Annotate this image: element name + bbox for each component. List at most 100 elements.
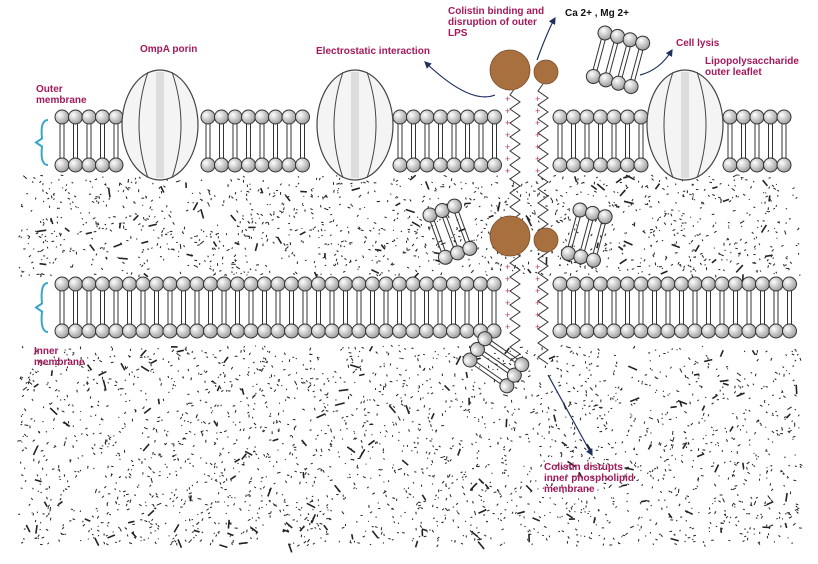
inner-membrane-lipid [593, 276, 608, 339]
positive-charge: + [535, 274, 540, 284]
lipid-head [736, 109, 751, 125]
lipid-head [722, 109, 738, 125]
positive-charge: + [505, 94, 510, 104]
ompa-porin [646, 69, 724, 181]
lipid-head [176, 276, 191, 292]
lipid-head [68, 157, 83, 173]
lipid-head [406, 157, 421, 173]
lipid-head [736, 157, 751, 173]
inner-membrane-lipid [647, 276, 662, 339]
lipid-head [351, 323, 367, 339]
inner-membrane-lipid [338, 276, 353, 339]
lipid-head [782, 323, 797, 339]
inner-membrane-lipid [566, 276, 581, 339]
lipid-head [281, 109, 297, 125]
outer-membrane-lipid [419, 109, 435, 173]
positive-charge: + [505, 286, 510, 296]
positive-charge: + [535, 154, 540, 164]
inner-membrane-lipid [365, 276, 380, 339]
tail [632, 43, 646, 88]
periplasm-speckles [17, 174, 803, 553]
porin-line [138, 71, 149, 179]
lipid-head [597, 209, 613, 225]
inner-membrane-lipid [81, 276, 97, 339]
lipid-head [203, 276, 218, 292]
outer-membrane-lipid [68, 109, 83, 173]
lipid-head [295, 109, 310, 125]
lipid-head [108, 323, 124, 339]
tail [468, 361, 507, 388]
inner-membrane-lipid [687, 276, 703, 339]
lipid-head [728, 276, 743, 292]
inner-membrane-lipid [189, 276, 205, 339]
lipid-head [338, 276, 353, 292]
inner-membrane-lipid [324, 276, 340, 339]
released-lipid-cluster [462, 331, 530, 394]
lipid-head [687, 323, 703, 339]
lipid-head [633, 323, 649, 339]
positive-charge: + [505, 166, 510, 176]
lipid-head [606, 157, 622, 173]
tail [594, 217, 608, 261]
lipid-head [473, 157, 489, 173]
inner-membrane-lipid [68, 276, 83, 339]
lipid-head [462, 240, 478, 256]
outer-membrane-lipid [281, 109, 297, 173]
lipid-head [81, 276, 97, 292]
lipid-head [459, 323, 475, 339]
inner-membrane-lipid [122, 276, 137, 339]
lipid-head [108, 157, 124, 173]
tail [452, 206, 469, 250]
lipid-head [701, 276, 716, 292]
lipid-head [687, 276, 703, 292]
inner-membrane-lipid [741, 276, 757, 339]
tail [569, 210, 583, 255]
lipid-head [446, 323, 461, 339]
inner-membrane-lipid [660, 276, 676, 339]
lipid-head [606, 109, 622, 125]
lipid-head [714, 323, 730, 339]
membrane-brace [34, 119, 49, 166]
lipid-head [270, 276, 286, 292]
inner-membrane-lipid [459, 276, 475, 339]
lipid-head [446, 109, 462, 125]
tail [603, 35, 617, 80]
lipid-head [566, 276, 581, 292]
inner-membrane-lipid [714, 276, 730, 339]
label-outer-membrane: Outer membrane [36, 84, 87, 106]
positive-charge: + [535, 166, 540, 176]
label-colistin-binding: Colistin binding and disruption of outer… [448, 6, 545, 39]
lipid-head [514, 357, 530, 373]
positive-charge: + [535, 262, 540, 272]
tail [591, 216, 604, 260]
inner-membrane-lipid [54, 276, 70, 339]
lipid-head [647, 276, 662, 292]
lipid-head [620, 109, 635, 125]
outer-membrane-lipid [54, 109, 70, 173]
lipid-head [365, 323, 380, 339]
lipid-head [230, 323, 245, 339]
lipid-head [230, 276, 245, 292]
lipid-head [149, 276, 164, 292]
tail [565, 209, 579, 254]
lipid-head [241, 157, 256, 173]
inner-membrane-lipid [203, 276, 218, 339]
lipid-head [257, 276, 272, 292]
lipid-head [755, 323, 770, 339]
porin-line [333, 71, 344, 179]
lipid-head [633, 276, 649, 292]
lipid-head [135, 323, 151, 339]
inner-membrane-lipid [768, 276, 784, 339]
outer-membrane-lipid [227, 109, 243, 173]
lipid-head [741, 323, 757, 339]
lipid-head [768, 323, 784, 339]
lipid-head [446, 198, 462, 214]
porin-channel [681, 72, 689, 178]
inner-membrane-lipid [270, 276, 286, 339]
lipid-head [54, 323, 70, 339]
tail [582, 213, 595, 258]
outer-membrane-lipid [392, 109, 408, 173]
inner-membrane-lipid [162, 276, 178, 339]
label-ompa-porin: OmpA porin [140, 44, 198, 55]
